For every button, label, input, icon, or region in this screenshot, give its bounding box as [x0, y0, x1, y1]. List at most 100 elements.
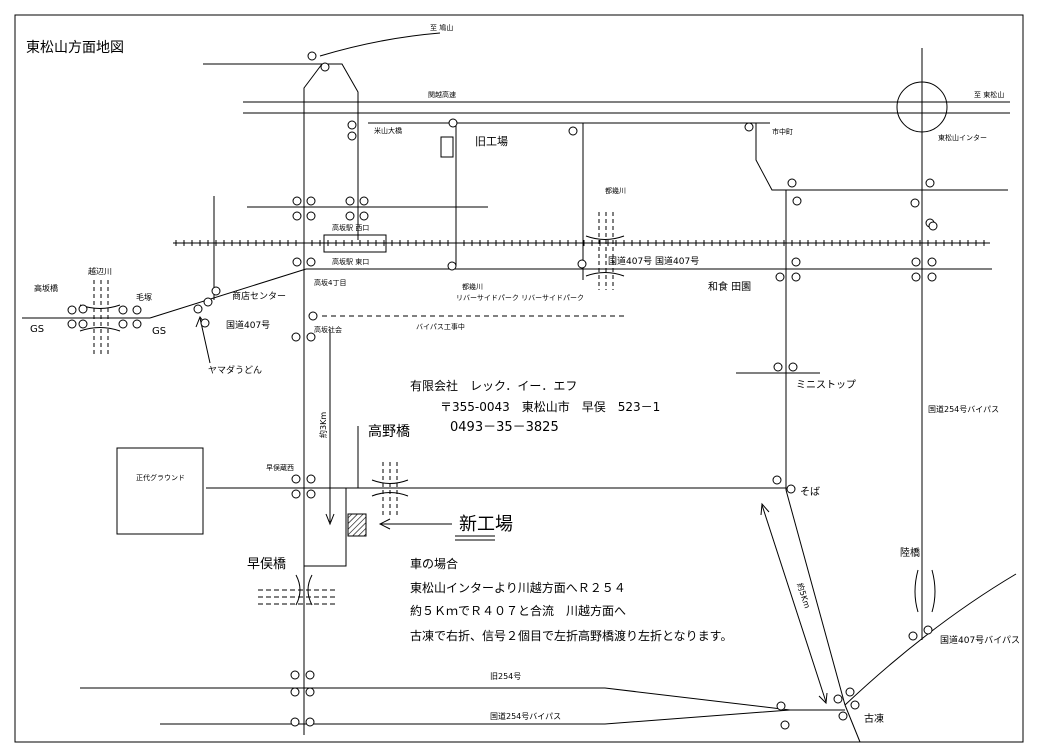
label-shodai-ground: 正代グラウンド: [136, 473, 185, 482]
traffic-signals: [67, 51, 938, 730]
traffic-signal-icon: [290, 670, 300, 680]
traffic-signal-icon: [291, 474, 301, 484]
road-furukori-south: [844, 704, 861, 743]
traffic-signal-icon: [306, 211, 316, 221]
road-west-branch: [322, 63, 359, 240]
traffic-signal-icon: [345, 211, 355, 221]
traffic-signal-icon: [359, 211, 369, 221]
traffic-signal-icon: [291, 489, 301, 499]
road-to-hatoyama: [319, 32, 441, 57]
traffic-signal-icon: [292, 257, 302, 267]
traffic-signal-icon: [927, 257, 937, 267]
traffic-signal-icon: [292, 196, 302, 206]
traffic-signal-icon: [193, 304, 203, 314]
traffic-signal-icon: [780, 720, 790, 730]
label-takasaka-west: 高坂駅 西口: [332, 223, 369, 232]
traffic-signal-icon: [850, 700, 860, 710]
traffic-signal-icon: [359, 196, 369, 206]
rail-ties: [175, 240, 985, 246]
label-to-hatoyama: 至 鳩山: [430, 23, 453, 32]
map-title: 東松山方面地図: [26, 40, 124, 56]
label-tokiwagawa-top: 都幾川: [605, 186, 626, 195]
arrows: [195, 315, 828, 705]
traffic-signal-icon: [200, 318, 210, 328]
traffic-signal-icon: [911, 272, 921, 282]
old-factory-box: [440, 136, 454, 158]
traffic-signal-icon: [925, 178, 935, 188]
label-gs-left: GS: [30, 324, 44, 335]
label-r407-west: 国道407号: [226, 319, 270, 331]
label-ichinakamachi: 市中町: [772, 127, 793, 136]
traffic-signal-icon: [118, 305, 128, 315]
label-riverside-park: リバーサイドパーク リバーサイドパーク: [456, 294, 584, 302]
road-diagonal-south: [785, 489, 846, 706]
road-west-main: [303, 63, 323, 735]
takasaka-station: [323, 234, 387, 253]
traffic-signal-icon: [290, 717, 300, 727]
traffic-signal-icon: [791, 257, 801, 267]
label-gs-right: GS: [152, 326, 166, 337]
road-ichinakamachi: [755, 123, 786, 191]
roads: [22, 32, 1017, 743]
label-kouya-bridge: 高野橋: [368, 423, 410, 440]
traffic-signal-icon: [118, 319, 128, 329]
directions-line3: 古凍で右折、信号２個目で左折高野橋渡り左折となります。: [410, 628, 732, 643]
label-approx-5km: 約5Km: [795, 582, 813, 610]
route-254-bypass: [160, 709, 791, 725]
road-new-factory: [304, 487, 347, 567]
traffic-signal-icon: [347, 120, 357, 130]
traffic-signal-icon: [791, 272, 801, 282]
traffic-signal-icon: [911, 257, 921, 267]
hayamata-river-bridge: [258, 574, 338, 606]
traffic-signal-icon: [786, 484, 796, 494]
label-riku-bridge: 陸橋: [900, 546, 920, 559]
traffic-signal-icon: [792, 196, 802, 206]
traffic-signal-icon: [833, 694, 843, 704]
traffic-signal-icon: [132, 305, 142, 315]
map-frame: [14, 14, 1024, 743]
traffic-signal-icon: [305, 687, 315, 697]
label-mini-stop: ミニストップ: [796, 379, 856, 391]
traffic-signal-icon: [744, 122, 754, 132]
label-yamada-udon: ヤマダうどん: [208, 364, 262, 376]
traffic-signal-icon: [787, 178, 797, 188]
label-r254-bypass-bottom: 国道254号バイパス: [490, 711, 561, 721]
label-kanetsu: 関越高速: [428, 90, 456, 99]
label-r407-east: 国道407号 国道407号: [608, 255, 699, 267]
traffic-signal-icon: [910, 198, 920, 208]
traffic-signal-icon: [772, 475, 782, 485]
traffic-signal-icon: [290, 687, 300, 697]
traffic-signal-icon: [927, 272, 937, 282]
label-yoneyama-bridge: 米山大橋: [374, 126, 402, 135]
traffic-signal-icon: [845, 687, 855, 697]
traffic-signal-icon: [788, 362, 798, 372]
company-name: 有限会社 レック．イー．エフ: [410, 378, 577, 393]
label-r407-bypass: 国道407号バイパス: [940, 634, 1020, 646]
traffic-signal-icon: [306, 489, 316, 499]
traffic-signal-icon: [203, 297, 213, 307]
label-kebori: 毛塚: [136, 292, 152, 302]
traffic-signal-icon: [306, 332, 316, 342]
traffic-signal-icon: [923, 625, 933, 635]
traffic-signal-icon: [568, 126, 578, 136]
traffic-signal-icon: [928, 221, 938, 231]
kouya-river-bridge: [371, 462, 409, 516]
traffic-signal-icon: [305, 670, 315, 680]
new-factory-marker: [347, 513, 367, 537]
traffic-signal-icon: [838, 711, 848, 721]
traffic-signal-icon: [320, 62, 330, 72]
traffic-signal-icon: [773, 362, 783, 372]
traffic-signal-icon: [577, 259, 587, 269]
traffic-signal-icon: [347, 131, 357, 141]
traffic-signal-icon: [292, 211, 302, 221]
traffic-signal-icon: [211, 286, 221, 296]
directions-line2: 約５ＫｍでＲ４０７と合流 川越方面へ: [410, 603, 626, 618]
company-phone: 0493－35－3825: [450, 420, 559, 435]
traffic-signal-icon: [307, 51, 317, 61]
traffic-signal-icon: [306, 257, 316, 267]
traffic-signal-icon: [345, 196, 355, 206]
label-new-factory: 新工場: [459, 514, 513, 535]
label-soba: そば: [800, 486, 820, 498]
label-koshibegawa: 越辺川: [88, 266, 112, 276]
label-furukori: 古凍: [864, 712, 884, 725]
